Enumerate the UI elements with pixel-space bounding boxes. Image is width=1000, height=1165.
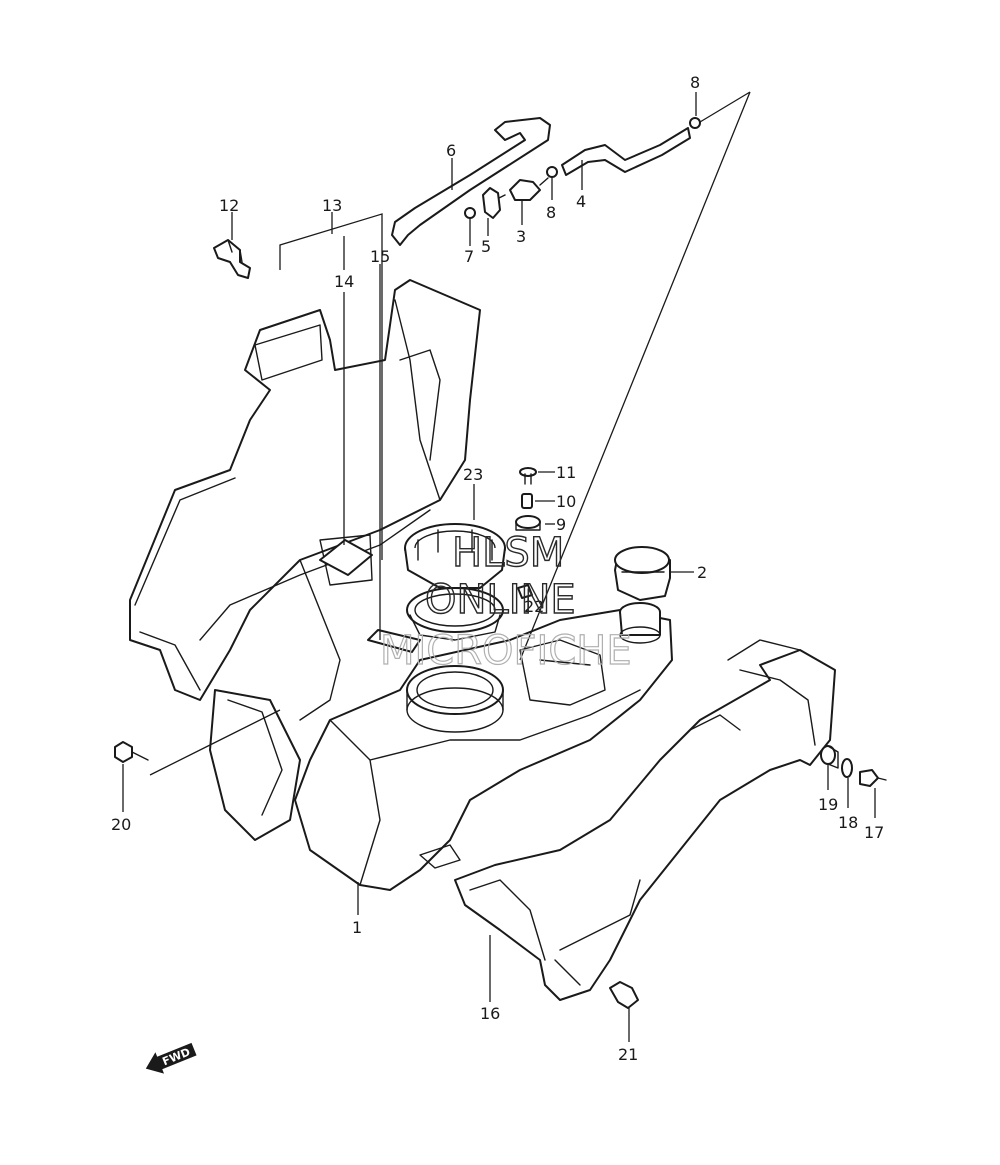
clamp-mid bbox=[546, 166, 558, 178]
callout-22: 22 bbox=[524, 597, 544, 616]
clip-21 bbox=[609, 981, 639, 1009]
filler-neck bbox=[619, 602, 661, 644]
callout-17: 17 bbox=[864, 823, 884, 842]
forward-arrow-label: FWD bbox=[160, 1045, 192, 1068]
callout-23: 23 bbox=[463, 465, 483, 484]
callout-16: 16 bbox=[480, 1004, 500, 1023]
watermark-line2: ONLINE bbox=[425, 577, 576, 623]
callout-12: 12 bbox=[219, 196, 239, 215]
bolt-17 bbox=[859, 769, 887, 787]
callout-19: 19 bbox=[818, 795, 838, 814]
forward-arrow-icon: FWD bbox=[145, 1042, 197, 1074]
left-frame-cover bbox=[129, 279, 481, 841]
fuel-tank bbox=[294, 609, 673, 891]
right-side-cover bbox=[454, 639, 836, 1001]
callout-6: 6 bbox=[446, 141, 456, 160]
callout-18: 18 bbox=[838, 813, 858, 832]
seal-ring bbox=[406, 587, 504, 641]
bolt-22 bbox=[517, 584, 533, 599]
callout-21: 21 bbox=[618, 1045, 638, 1064]
callout-15: 15 bbox=[370, 247, 390, 266]
spacer-10 bbox=[521, 493, 533, 509]
callout-1: 1 bbox=[352, 918, 362, 937]
callout-13: 13 bbox=[322, 196, 342, 215]
clamp-top bbox=[689, 117, 701, 129]
check-valve bbox=[494, 177, 549, 201]
cushion-15 bbox=[367, 629, 421, 653]
washer-18 bbox=[841, 758, 853, 778]
bolt-20 bbox=[114, 741, 149, 763]
hose bbox=[561, 127, 691, 176]
fuel-pump-ring bbox=[406, 665, 504, 733]
leader-lines bbox=[122, 91, 876, 1042]
locking-ring bbox=[404, 523, 506, 589]
watermark-line1: HLSM bbox=[452, 530, 564, 576]
clamp-small bbox=[464, 207, 476, 219]
watermark: HLSM ONLINE MICROFICHE bbox=[379, 529, 632, 674]
callout-2: 2 bbox=[697, 563, 707, 582]
callout-20: 20 bbox=[111, 815, 131, 834]
screw-11 bbox=[519, 467, 537, 485]
callout-10: 10 bbox=[556, 492, 576, 511]
grommet-9 bbox=[515, 515, 541, 531]
callout-8-top: 8 bbox=[690, 73, 700, 92]
callout-7: 7 bbox=[464, 247, 474, 266]
callout-11: 11 bbox=[556, 463, 576, 482]
callout-14: 14 bbox=[334, 272, 354, 291]
breather-hose bbox=[391, 117, 551, 246]
callout-8-mid: 8 bbox=[546, 203, 556, 222]
valve-holder bbox=[482, 187, 501, 219]
collar-19 bbox=[820, 745, 839, 769]
callout-9: 9 bbox=[556, 515, 566, 534]
callouts: 1 2 3 4 5 6 7 8 8 9 10 11 12 13 14 15 16… bbox=[111, 73, 884, 1064]
fuel-cap bbox=[614, 546, 671, 601]
callout-5: 5 bbox=[481, 237, 491, 256]
clip bbox=[213, 239, 251, 279]
cushion-14 bbox=[319, 539, 373, 576]
callout-3: 3 bbox=[516, 227, 526, 246]
watermark-line3: MICROFICHE bbox=[380, 628, 632, 674]
callout-4: 4 bbox=[576, 192, 586, 211]
